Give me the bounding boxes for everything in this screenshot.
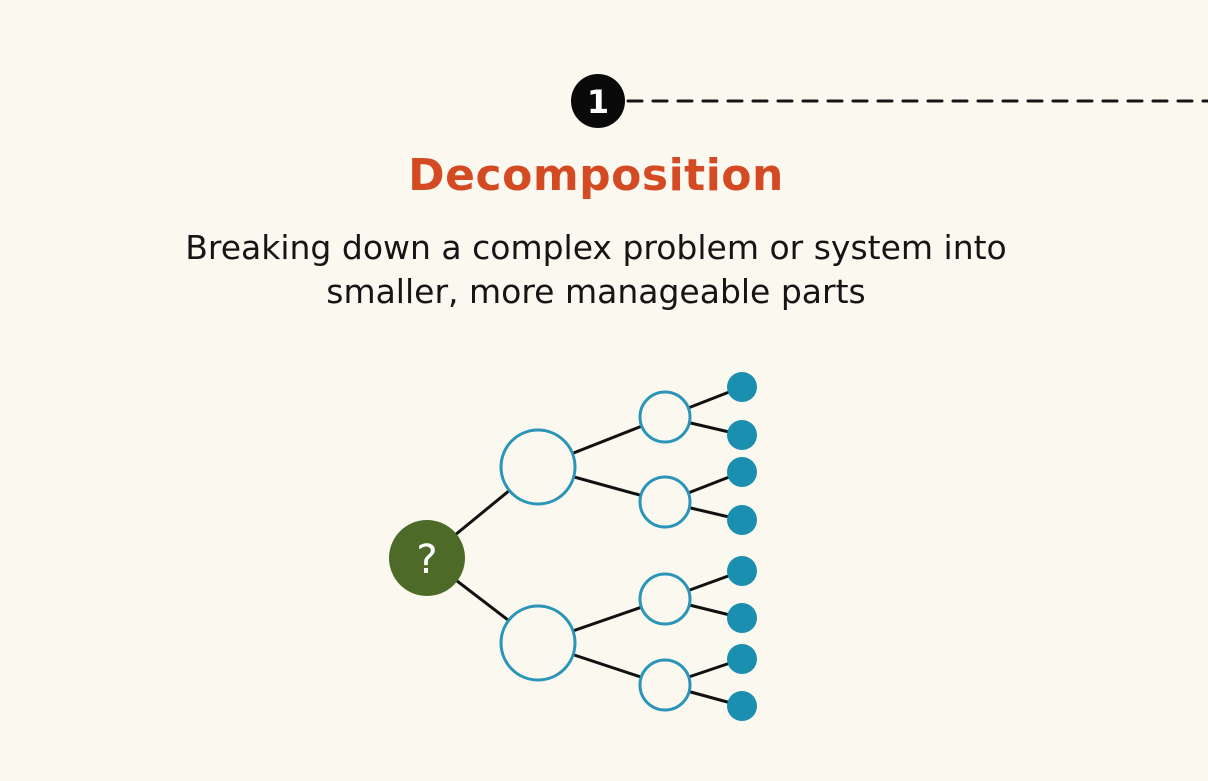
subproblem-node [499, 604, 577, 682]
leaf-task-node [727, 556, 757, 586]
tree-edges [425, 385, 744, 708]
leaf-task-node [727, 691, 757, 721]
root-problem-node [389, 520, 465, 596]
subproblem-node [638, 475, 692, 529]
section-title: Decomposition [408, 150, 784, 201]
tree-nodes: ? [389, 372, 757, 721]
leaf-task-node [727, 603, 757, 633]
leaf-task-node [727, 372, 757, 402]
leaf-task-node [727, 505, 757, 535]
question-mark-icon: ? [416, 537, 437, 583]
step-badge [571, 74, 625, 128]
subproblem-node [499, 428, 577, 506]
step-number: 1 [587, 83, 609, 121]
leaf-task-node [727, 420, 757, 450]
subproblem-node [638, 390, 692, 444]
subproblem-node [638, 658, 692, 712]
leaf-task-node [727, 644, 757, 674]
section-description: Breaking down a complex problem or syste… [185, 228, 1007, 311]
subproblem-node [638, 572, 692, 626]
leaf-task-node [727, 457, 757, 487]
